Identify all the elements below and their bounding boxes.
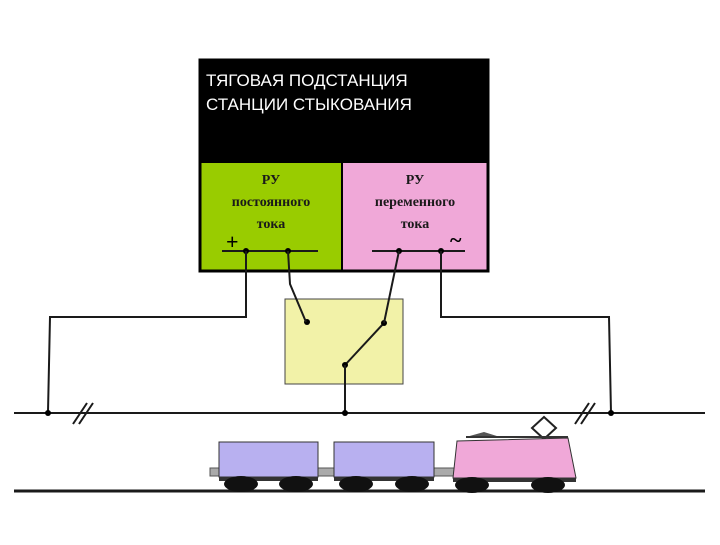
catenary-node-right [608, 410, 614, 416]
ac-panel-label-2: переменного [375, 195, 455, 210]
section-insulator-right-2 [580, 402, 596, 425]
plus-icon: + [226, 229, 239, 254]
section-insulator-right [574, 402, 590, 425]
wagon [333, 441, 435, 478]
ac-panel-label-1: РУ [406, 173, 424, 188]
wheel [531, 477, 565, 493]
substation-title-line2: СТАНЦИИ СТЫКОВАНИЯ [206, 95, 412, 114]
feeder-wiring [47, 250, 612, 414]
substation-block: ТЯГОВАЯ ПОДСТАНЦИЯ СТАНЦИИ СТЫКОВАНИЯ РУ… [198, 58, 490, 273]
pantograph [530, 415, 558, 441]
locomotive-underframe [453, 478, 576, 482]
catenary-node-center [342, 410, 348, 416]
train [209, 415, 577, 493]
coupler [317, 467, 335, 477]
substation-outline [198, 58, 490, 273]
dc-panel-label-1: РУ [262, 173, 280, 188]
wheel [279, 476, 313, 492]
substation-title-line1: ТЯГОВАЯ ПОДСТАНЦИЯ [206, 71, 408, 90]
wheel [224, 476, 258, 492]
locomotive-roof [466, 432, 500, 437]
alternating-current-icon: ~ [450, 227, 462, 252]
ac-switchgear-panel [341, 161, 489, 272]
section-insulator-left-2 [78, 402, 94, 425]
dc-panel-label-3: тока [257, 217, 286, 232]
ac-panel-label-3: тока [401, 217, 430, 232]
ac-feeder-to-switch [383, 250, 400, 324]
dc-panel-label-2: постоянного [232, 195, 310, 210]
wagon-underframe [219, 477, 318, 481]
dc-feeder-to-switch [287, 250, 307, 323]
catenary [14, 402, 705, 425]
section-insulator-left [72, 402, 88, 425]
ac-feeder-right [440, 251, 612, 414]
switch-blade [344, 322, 385, 366]
catenary-node-left [45, 410, 51, 416]
wagon-underframe [334, 477, 434, 481]
locomotive-body [452, 437, 577, 479]
wheel [455, 477, 489, 493]
dc-switchgear-panel [199, 161, 343, 272]
coupler [433, 467, 455, 477]
dc-feeder-left [47, 251, 247, 413]
substation-header [200, 60, 488, 162]
wheel [395, 476, 429, 492]
wheel [339, 476, 373, 492]
wagon [218, 441, 319, 478]
